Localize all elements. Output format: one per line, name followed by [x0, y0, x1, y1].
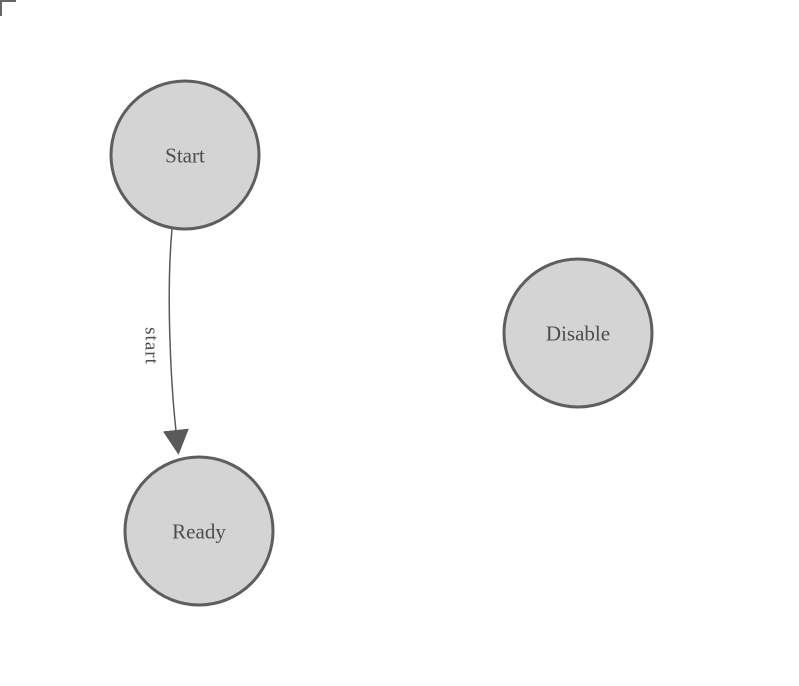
- edge-label[interactable]: start: [140, 327, 161, 365]
- node-ready-circle[interactable]: [123, 455, 275, 607]
- edge-start-to-ready[interactable]: start: [140, 228, 189, 455]
- node-start[interactable]: Start: [109, 79, 261, 231]
- node-ready[interactable]: Ready: [123, 455, 275, 607]
- node-disable-circle[interactable]: [502, 257, 654, 409]
- canvas-corner-mark: [0, 0, 16, 16]
- node-disable[interactable]: Disable: [502, 257, 654, 409]
- node-start-circle[interactable]: [109, 79, 261, 231]
- edge-path[interactable]: [162, 228, 189, 455]
